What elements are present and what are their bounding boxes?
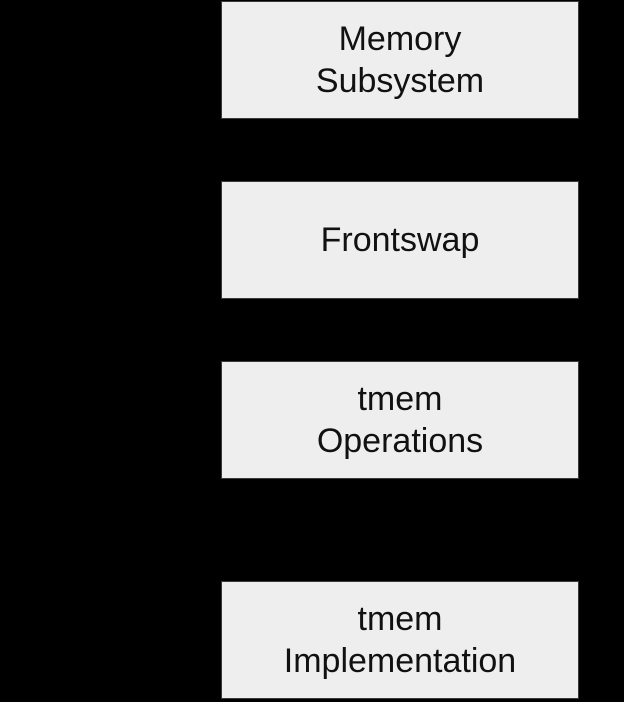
node-label-memory-subsystem: Memory Subsystem: [315, 20, 485, 100]
node-tmem-implementation: tmem Implementation: [221, 581, 579, 699]
node-label-frontswap: Frontswap: [320, 221, 480, 259]
node-tmem-operations: tmem Operations: [221, 361, 579, 479]
node-memory-subsystem: Memory Subsystem: [221, 1, 579, 119]
node-label-tmem-operations: tmem Operations: [316, 380, 484, 460]
node-frontswap: Frontswap: [221, 181, 579, 299]
node-label-tmem-implementation: tmem Implementation: [283, 600, 517, 680]
